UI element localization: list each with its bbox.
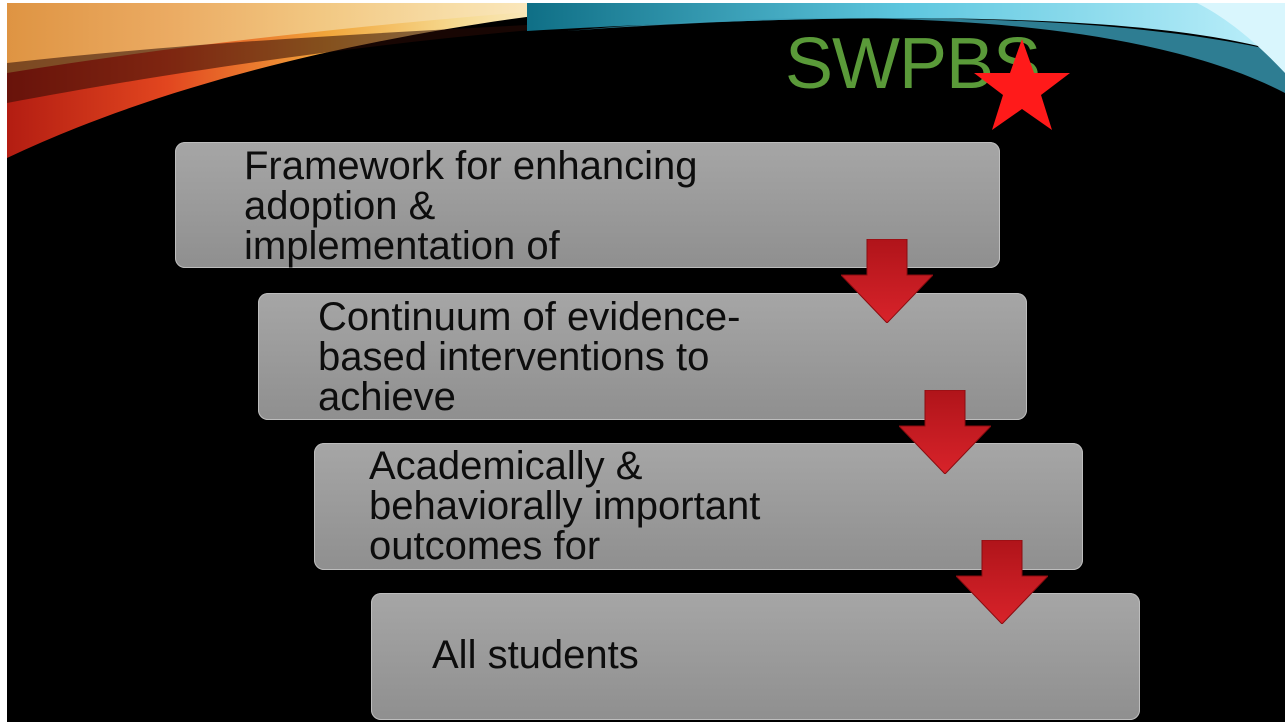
step-box-1 [175,142,1000,268]
down-arrow-icon [841,239,933,323]
step-text-3: Academically & behaviorally important ou… [369,446,1049,573]
step-1-line-2: adoption & [244,184,436,228]
step-text-4: All students [432,635,1032,685]
step-4-line-1: All students [432,635,639,677]
step-1-line-1: Framework for enhancing [244,146,698,188]
step-text-2: Continuum of evidence- based interventio… [318,297,998,424]
step-2-line-1: Continuum of evidence- [318,297,741,339]
step-3-line-1: Academically & [369,446,643,488]
step-text-1: Framework for enhancing adoption & imple… [244,146,984,272]
decorative-swoosh [7,3,1285,158]
down-arrow-icon [956,540,1048,624]
down-arrow-icon [899,390,991,474]
step-2-line-3: achieve [318,375,456,419]
slide: SWPBS s Framework for enhancing adoption… [7,3,1285,722]
step-box-2 [258,293,1027,420]
step-2-line-2: based interventions to [318,335,710,379]
step-3-line-3: outcomes for [369,524,601,568]
step-3-line-2: behaviorally important [369,484,761,528]
red-star-icon [974,39,1070,130]
step-1-line-3: implementation of [244,224,560,268]
